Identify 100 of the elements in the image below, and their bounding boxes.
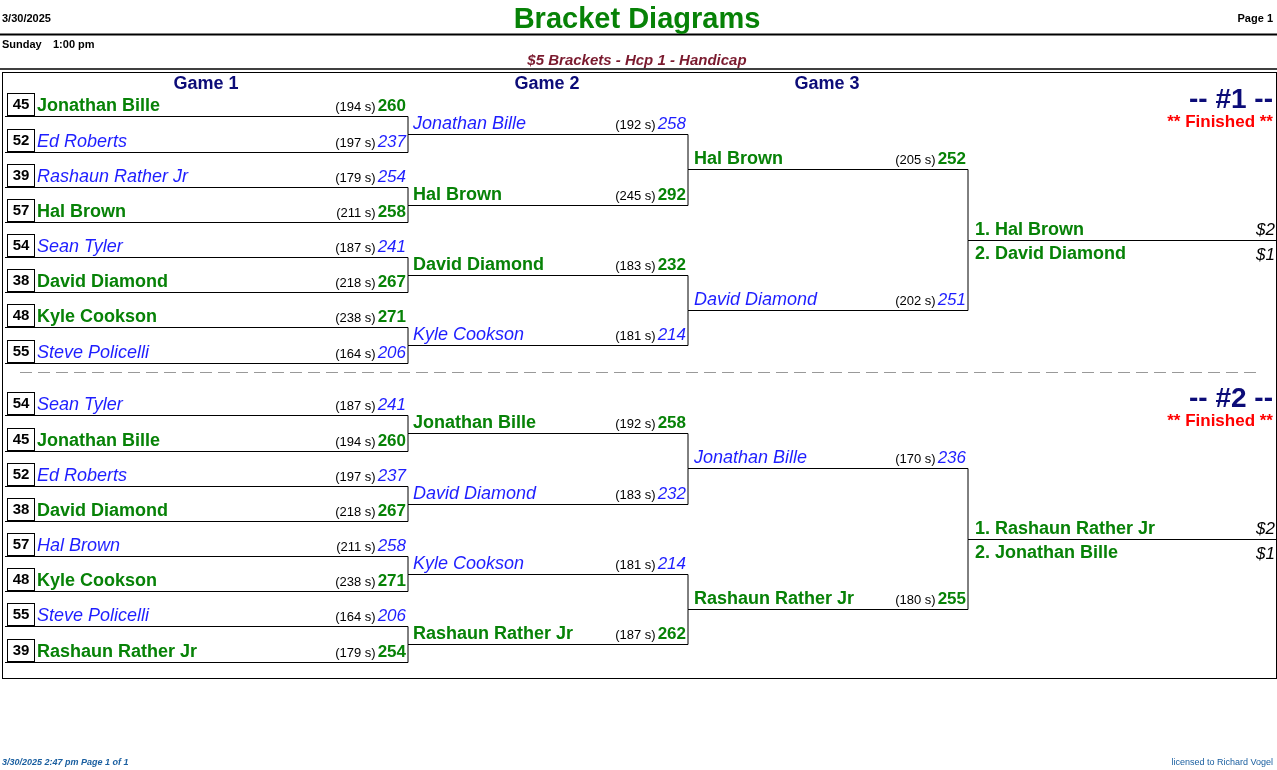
average-seconds: (181 s) [615, 556, 656, 574]
average-seconds: (218 s) [335, 274, 376, 292]
status-text: ** Finished ** [1167, 411, 1273, 431]
game-score: 236 [937, 448, 966, 468]
player-name: David Diamond [37, 271, 169, 292]
game-score: 292 [657, 185, 686, 205]
player-name: David Diamond [413, 254, 545, 275]
average-seconds: (194 s) [335, 98, 376, 116]
winner-name: 1. Hal Brown [975, 219, 1085, 240]
average-seconds: (192 s) [615, 116, 656, 134]
seed-number-box: 55 [7, 603, 35, 626]
bracket-connector [967, 169, 969, 241]
game-score: 258 [377, 202, 406, 222]
bracket-connector [967, 468, 969, 540]
prize-amount: $2 [1256, 519, 1275, 539]
average-seconds: (238 s) [335, 309, 376, 327]
bracket-connector [967, 539, 969, 610]
prize-amount: $2 [1256, 220, 1275, 240]
average-seconds: (164 s) [335, 345, 376, 363]
runner-up-name: 2. Jonathan Bille [975, 542, 1119, 563]
game-score: 252 [937, 149, 966, 169]
game-score: 258 [657, 413, 686, 433]
player-name: Rashaun Rather Jr [37, 166, 189, 187]
seed-number-box: 38 [7, 498, 35, 521]
player-name: Rashaun Rather Jr [694, 588, 855, 609]
game-score: 251 [937, 290, 966, 310]
seed-number-box: 48 [7, 568, 35, 591]
game-score: 237 [377, 132, 406, 152]
bracket-entry-line [5, 390, 408, 416]
seed-number-box: 52 [7, 463, 35, 486]
player-name: Jonathan Bille [694, 447, 808, 468]
bracket-connector [687, 134, 689, 170]
status-text: ** Finished ** [1167, 112, 1273, 132]
license-text: licensed to Richard Vogel [1171, 757, 1273, 768]
player-name: Ed Roberts [37, 131, 128, 152]
seed-number-box: 38 [7, 269, 35, 292]
bracket-connector [407, 327, 409, 346]
bracket-connector [407, 626, 409, 645]
average-seconds: (180 s) [895, 591, 936, 609]
game-heading: Game 2 [514, 73, 580, 94]
average-seconds: (183 s) [615, 257, 656, 275]
bracket-entry-line [5, 637, 408, 663]
bracket-entry-line [5, 197, 408, 223]
game-score: 260 [377, 96, 406, 116]
game-score: 237 [377, 466, 406, 486]
page-number: Page 1 [1237, 12, 1273, 25]
game-score: 232 [657, 255, 686, 275]
player-name: Kyle Cookson [37, 570, 158, 591]
bracket-connector [407, 187, 409, 206]
bracket-entry-line [5, 531, 408, 557]
seed-number-box: 57 [7, 199, 35, 222]
game-score: 206 [377, 606, 406, 626]
bracket-entry-line [5, 232, 408, 258]
average-seconds: (187 s) [335, 239, 376, 257]
bracket-connector [407, 134, 409, 153]
bracket-entry-line [5, 496, 408, 522]
bracket-connector [407, 433, 409, 452]
bracket-connector [407, 116, 409, 135]
prize-amount: $1 [1256, 544, 1275, 564]
average-seconds: (211 s) [336, 538, 376, 556]
player-name: Kyle Cookson [37, 306, 158, 327]
average-seconds: (170 s) [895, 450, 936, 468]
game-heading: Game 1 [173, 73, 239, 94]
bracket-entry-line [5, 127, 408, 153]
footer-timestamp: 3/30/2025 2:47 pm Page 1 of 1 [2, 757, 129, 768]
player-name: David Diamond [37, 500, 169, 521]
average-seconds: (194 s) [335, 433, 376, 451]
bracket-entry-line [5, 601, 408, 627]
player-name: Jonathan Bille [37, 430, 161, 451]
bracket-connector [687, 169, 689, 206]
bracket-entry-line [5, 162, 408, 188]
player-name: Hal Brown [694, 148, 783, 169]
bracket-connector [407, 345, 409, 364]
average-seconds: (218 s) [335, 503, 376, 521]
prize-amount: $1 [1256, 245, 1275, 265]
average-seconds: (183 s) [615, 486, 656, 504]
average-seconds: (245 s) [615, 187, 656, 205]
bracket-connector [407, 275, 409, 293]
seed-number-box: 57 [7, 533, 35, 556]
day-text: Sunday [2, 38, 42, 51]
bracket-connector [407, 257, 409, 276]
player-name: Jonathan Bille [413, 113, 527, 134]
bracket-connector [407, 504, 409, 522]
bracket-connector [687, 310, 689, 346]
bracket-entry-line [5, 267, 408, 293]
player-name: Jonathan Bille [37, 95, 161, 116]
game-score: 271 [377, 571, 406, 591]
game-score: 241 [377, 395, 406, 415]
date-text: 3/30/2025 [2, 12, 51, 25]
game-score: 241 [377, 237, 406, 257]
bracket-connector [407, 574, 409, 592]
game-score: 214 [657, 325, 686, 345]
winner-name: 1. Rashaun Rather Jr [975, 518, 1156, 539]
player-name: Steve Policelli [37, 605, 150, 626]
time-text: 1:00 pm [53, 38, 95, 51]
bracket-connector [407, 486, 409, 505]
player-name: Hal Brown [37, 535, 121, 556]
seed-number-box: 54 [7, 234, 35, 257]
game-score: 260 [377, 431, 406, 451]
average-seconds: (164 s) [335, 608, 376, 626]
